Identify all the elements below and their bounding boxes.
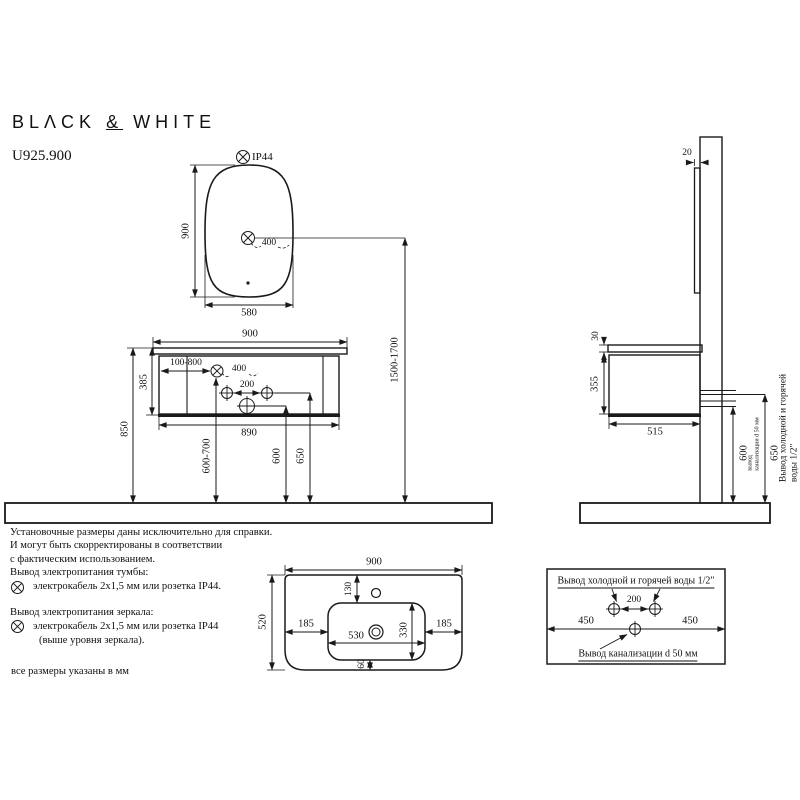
ip44-label: IP44	[252, 151, 273, 163]
drain-hole-icon	[237, 396, 257, 416]
mirror-cable-icon	[241, 231, 255, 245]
note-line: И могут быть скорректированы в соответст…	[10, 540, 223, 552]
note-line: с фактическим использованием.	[10, 553, 156, 565]
cabinet-power-note: электрокабель 2х1,5 мм или розетка IP44.	[10, 580, 285, 595]
sewage-outlet-icon	[627, 621, 643, 637]
units-note: все размеры указаны в мм	[11, 666, 129, 677]
front-cabinet-height-dim: 385	[138, 374, 150, 390]
sink-bottom-margin-dim: 60	[357, 659, 367, 669]
sink-right-margin-dim: 185	[436, 618, 452, 630]
side-drain-note: вывод канализации d 50 мм	[748, 417, 761, 470]
mirror-height-dim: 900	[180, 223, 192, 239]
sink-width-dim: 900	[366, 556, 382, 568]
basin-outline	[327, 602, 426, 661]
side-depth-dim: 515	[647, 426, 663, 438]
front-width-dim: 900	[242, 328, 258, 340]
side-water-note-line1: Вывод холодной и горячей	[778, 373, 789, 483]
mirror-front-view	[190, 150, 405, 308]
model-number: U925.900	[12, 148, 72, 164]
note-line: электрокабель 2х1,5 мм или розетка IP44.	[33, 581, 222, 593]
outlet-right-dim: 450	[682, 615, 698, 627]
front-bottom-width-dim: 890	[241, 427, 257, 439]
water-outlet-icons	[606, 601, 663, 617]
countertop-front	[152, 347, 348, 355]
cabinet-cable-icon	[210, 364, 224, 378]
side-counter-thickness-dim: 30	[591, 331, 601, 341]
faucet-hole	[370, 587, 382, 599]
mirror-profile	[693, 167, 701, 294]
outlet-water-title: Вывод холодной и горячей воды 1/2"	[557, 575, 715, 589]
side-water-note-line2: воды 1/2"	[789, 443, 799, 483]
note-line: Вывод электропитания тумбы:	[10, 567, 149, 579]
mirror-outline	[204, 164, 294, 298]
cabinet-front-view	[127, 237, 408, 504]
front-drain-height-dim: 600	[271, 448, 283, 464]
brand-right: WHITE	[133, 112, 217, 132]
brand-logo: BLΛCK & WHITE	[12, 112, 216, 133]
cabinet-body-side	[608, 354, 701, 415]
mirror-cable-offset-dim: 400	[261, 238, 277, 248]
mirror-width-dim: 580	[241, 307, 257, 319]
power-cable-icon	[11, 620, 24, 634]
drain-hole	[368, 624, 384, 640]
sink-countertop-outline	[284, 574, 463, 671]
brand-left: BLΛCK	[12, 112, 97, 132]
outlet-left-dim: 450	[578, 615, 594, 627]
power-cable-icon	[11, 580, 24, 594]
front-outlet-range-dim: 100-800	[170, 358, 202, 368]
side-drain-note-line2: канализации d 50 мм	[754, 417, 760, 471]
brand-ampersand: &	[106, 112, 124, 132]
sink-top-view	[267, 565, 463, 671]
front-water-spacing-dim: 200	[239, 380, 255, 390]
outlet-spacing-dim: 200	[626, 595, 642, 605]
sink-faucet-offset-dim: 130	[344, 581, 354, 597]
sink-basin-width-dim: 530	[348, 630, 364, 642]
front-water-height-dim: 650	[295, 448, 307, 464]
mirror-center-range-dim: 1500-1700	[389, 337, 401, 383]
note-line: Вывод электропитания зеркала:	[10, 606, 154, 618]
mirror-sensor-dot	[246, 281, 250, 285]
outlet-plan-box	[546, 568, 726, 665]
sink-left-margin-dim: 185	[298, 618, 314, 630]
mirror-power-note: электрокабель 2х1,5 мм или розетка IP44	[10, 619, 285, 634]
side-water-note: Вывод холодной и горячей воды 1/2"	[779, 374, 800, 482]
outlet-drain-title: Вывод канализации d 50 мм	[578, 648, 698, 662]
power-outlet-icon	[236, 150, 250, 164]
note-line: электрокабель 2х1,5 мм или розетка IP44	[33, 620, 219, 632]
front-outlet-height-dim: 600-700	[201, 438, 213, 474]
installation-notes: Установочные размеры даны исключительно …	[10, 526, 285, 647]
side-cabinet-height-dim: 355	[589, 376, 601, 392]
front-cable-offset-dim: 400	[231, 364, 247, 374]
wall-column	[699, 136, 723, 504]
pipes-through-wall	[700, 389, 765, 408]
note-line: (выше уровня зеркала).	[39, 635, 145, 647]
note-line: Установочные размеры даны исключительно …	[10, 527, 273, 538]
countertop-side	[607, 344, 703, 353]
sink-basin-depth-dim: 330	[398, 622, 410, 638]
side-mirror-thickness-dim: 20	[682, 148, 692, 158]
side-view	[599, 136, 768, 504]
water-supply-holes-icon	[219, 385, 275, 401]
floor-plinth	[4, 502, 771, 524]
front-total-height-dim: 850	[119, 421, 131, 437]
